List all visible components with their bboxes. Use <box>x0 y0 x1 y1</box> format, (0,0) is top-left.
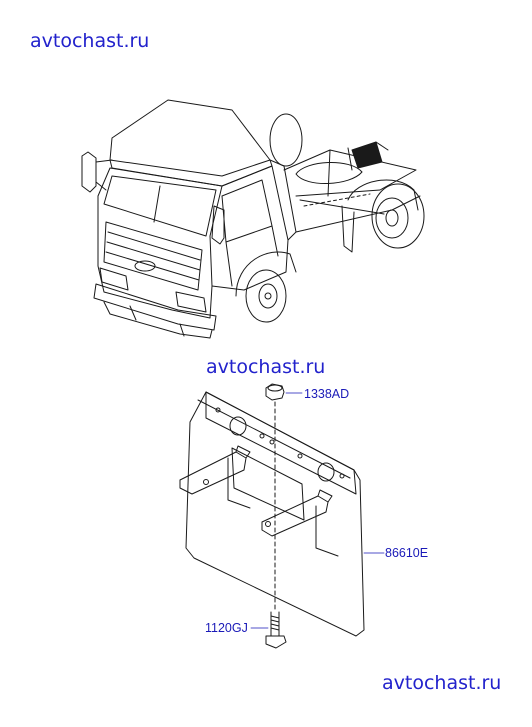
front-bumper <box>94 284 216 330</box>
bracket-right-hole <box>266 522 271 527</box>
nut-top <box>268 385 282 391</box>
front-wheel <box>246 270 286 322</box>
center-plate <box>232 448 304 520</box>
bracket-left-support <box>228 458 250 508</box>
front-wheel-arch <box>236 252 296 296</box>
door-window <box>222 180 272 242</box>
bracket-right-flange <box>318 490 332 502</box>
watermark-middle: avtochast.ru <box>206 356 326 378</box>
nut-body <box>266 384 284 400</box>
part-label-1338ad[interactable]: 1338AD <box>304 387 350 401</box>
mounting-hole-right <box>318 463 334 481</box>
mud-flap-panel <box>186 392 364 636</box>
rear-wheel-outer <box>372 184 424 248</box>
mounting-strip <box>206 392 356 494</box>
headlight-left <box>100 268 128 290</box>
bolt-thread <box>271 616 279 630</box>
rivet <box>260 434 264 438</box>
bolt-1120gj <box>266 612 286 648</box>
rear-wheel-inner <box>376 198 408 238</box>
mirror-left <box>82 152 96 192</box>
frame-mudflap <box>352 142 382 168</box>
bumper-lower <box>104 302 212 338</box>
headlight-right <box>176 292 206 312</box>
rear-housing <box>270 114 302 166</box>
watermark-bottom: avtochast.ru <box>382 672 502 694</box>
truck-illustration <box>82 100 424 338</box>
rear-fender <box>348 180 418 210</box>
bracket-right-support <box>316 506 338 556</box>
bumper-step <box>130 306 184 336</box>
grille <box>104 222 202 290</box>
mirror-left-arm <box>96 160 112 190</box>
part-label-1120gj[interactable]: 1120GJ <box>205 621 248 635</box>
grille-slat <box>106 252 199 280</box>
cab-front <box>98 168 222 318</box>
front-wheel-hub <box>259 284 277 308</box>
mirror-right <box>212 206 224 244</box>
windshield <box>104 176 216 236</box>
frame-mudflap-detail <box>348 142 388 170</box>
windshield-divider <box>154 186 160 222</box>
rear-stand <box>342 206 354 252</box>
fifth-wheel <box>296 162 362 183</box>
part-label-86610e[interactable]: 86610E <box>385 546 429 560</box>
bracket-left <box>180 452 246 494</box>
mounting-hole-left <box>230 417 246 435</box>
nut-1338ad <box>266 384 284 400</box>
chassis-rail-upper <box>284 150 416 196</box>
rivet <box>340 474 344 478</box>
mud-flap-assembly <box>180 392 364 636</box>
grille-slat <box>108 232 200 260</box>
bracket-left-hole <box>204 480 209 485</box>
bolt-head <box>266 636 286 648</box>
grille-slat <box>107 242 200 270</box>
rivet <box>298 454 302 458</box>
mounting-strip-edge <box>198 400 350 478</box>
front-wheel-center <box>265 293 271 299</box>
rivet <box>216 408 220 412</box>
chassis-hidden-line <box>304 194 370 206</box>
rear-wheel-hub <box>386 210 398 226</box>
cab-roof <box>110 100 270 176</box>
cab-back <box>270 160 296 240</box>
door-line <box>226 226 278 286</box>
rivet <box>270 440 274 444</box>
brand-emblem <box>135 261 155 271</box>
watermark-top: avtochast.ru <box>30 30 150 52</box>
bracket-left-flange <box>236 446 250 458</box>
cab-side <box>212 166 288 290</box>
